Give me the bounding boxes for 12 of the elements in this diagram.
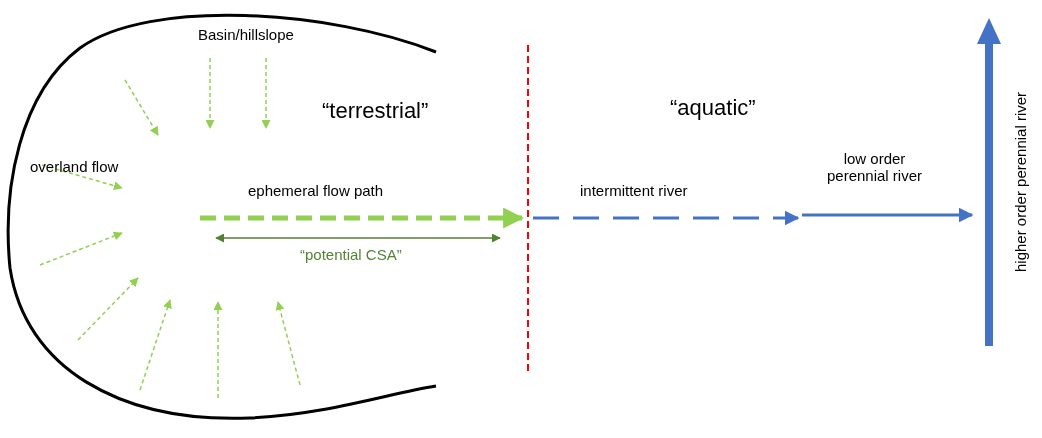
- arrow: [802, 207, 974, 223]
- edge-label: ephemeral flow path: [248, 182, 384, 199]
- river-label: higher order perennial river: [1012, 90, 1029, 275]
- region-label: “aquatic”: [670, 95, 756, 121]
- region-label: “terrestrial”: [322, 98, 429, 124]
- edge-label: intermittent river: [580, 182, 688, 199]
- region-label: Basin/hillslope: [198, 26, 294, 43]
- arrow: [200, 207, 525, 229]
- edge-label: low order perennial river: [825, 150, 923, 184]
- region-label: overland flow: [30, 158, 119, 175]
- arrow: [533, 210, 800, 226]
- region-label: “potential CSA”: [300, 246, 402, 263]
